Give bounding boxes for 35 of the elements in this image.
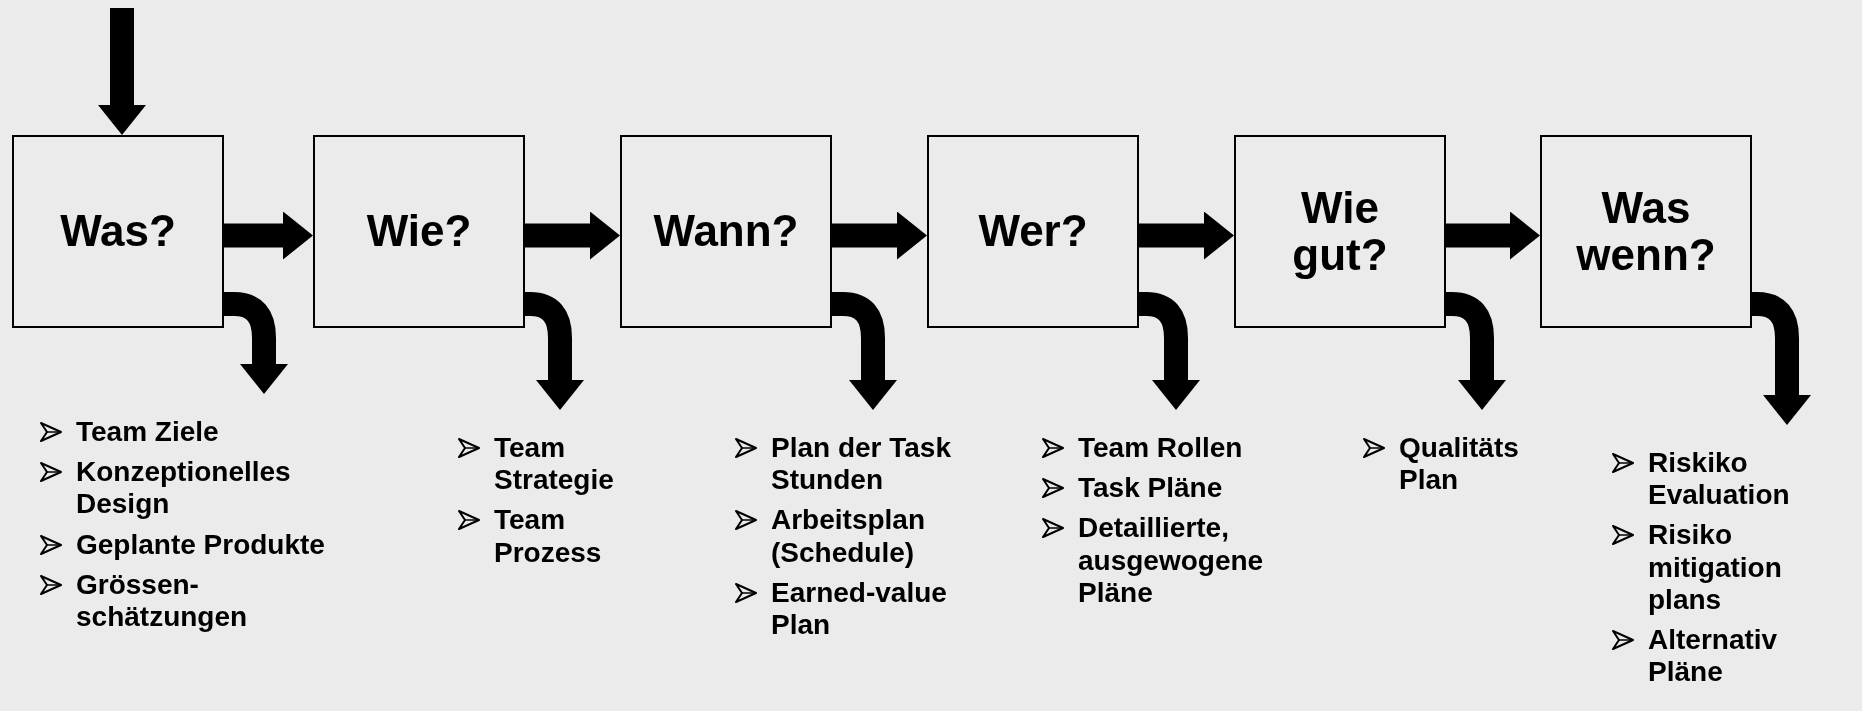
box-label: Wie? (366, 208, 472, 255)
process-box (313, 135, 525, 328)
list-item: Plan der Task Stunden (771, 432, 952, 497)
box-label: Wer? (978, 208, 1088, 255)
list-item: Alternativ Pläne (1648, 623, 1779, 689)
arrow (1139, 211, 1234, 260)
list-item: Geplante Produkte (76, 528, 326, 561)
box-label: Was? (60, 208, 176, 255)
process-box (927, 135, 1139, 328)
list-item: Arbeitsplan (Schedule) (771, 504, 927, 569)
process-box (1234, 135, 1446, 328)
arrow (831, 292, 897, 410)
box-label: Wann? (653, 208, 799, 255)
process-box (620, 135, 832, 328)
list-item: Konzeptionelles Design (76, 456, 292, 521)
list-item: Team Strategie (494, 432, 615, 497)
arrow (98, 8, 146, 135)
list-item: Risiko mitigation plans (1648, 519, 1783, 616)
list-item: Team Rollen (1078, 432, 1244, 465)
process-box (12, 135, 224, 328)
arrow (832, 211, 927, 260)
arrow (525, 211, 620, 260)
list-item: Riskiko Evaluation (1648, 447, 1791, 512)
list-item: Detaillierte, ausgewogene Pläne (1078, 512, 1265, 609)
list-item: Grössen-schätzungen (76, 568, 249, 634)
arrow (1446, 211, 1540, 260)
list-item: Earned-value Plan (771, 576, 948, 642)
list-item: Task Pläne (1078, 472, 1224, 505)
arrow (224, 211, 313, 260)
box-label: Wie gut? (1291, 185, 1389, 278)
box-label: Was wenn? (1575, 185, 1717, 278)
list-item: Team Prozess (494, 504, 603, 569)
list-item: Team Ziele (76, 416, 220, 449)
list-item: Qualitäts Plan (1399, 432, 1520, 497)
process-box (1540, 135, 1752, 328)
